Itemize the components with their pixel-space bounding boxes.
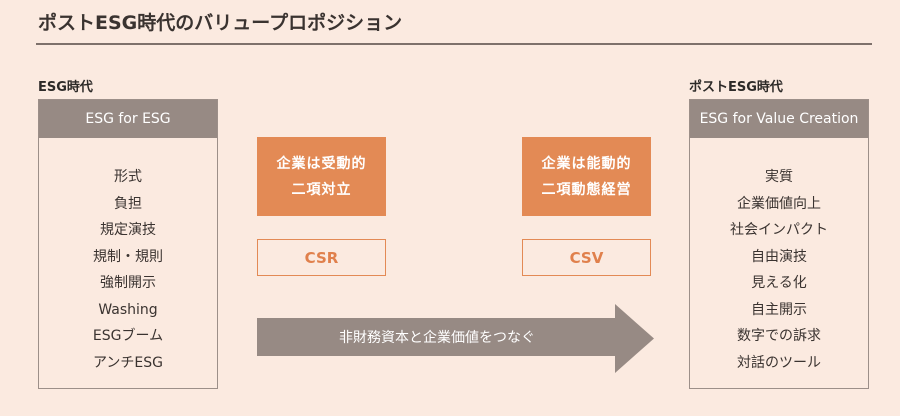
right-era-label: ポストESG時代 bbox=[689, 80, 783, 95]
list-item: Washing bbox=[98, 301, 158, 318]
right-panel: ESG for Value Creation 実質企業価値向上社会インパクト自由… bbox=[689, 99, 869, 389]
box-line: 二項動態経営 bbox=[541, 181, 632, 198]
list-item: 規制・規則 bbox=[93, 248, 163, 265]
passive-company-box: 企業は受動的 二項対立 bbox=[257, 137, 386, 216]
page-title: ポストESG時代のバリュープロポジション bbox=[38, 12, 403, 34]
left-era-label: ESG時代 bbox=[38, 80, 93, 95]
list-item: 負担 bbox=[114, 195, 142, 212]
list-item: ESGブーム bbox=[92, 328, 164, 344]
list-item: 数字での訴求 bbox=[737, 328, 821, 344]
box-line: 二項対立 bbox=[291, 181, 352, 198]
arrow-label: 非財務資本と企業価値をつなぐ bbox=[339, 330, 535, 346]
list-item: 強制開示 bbox=[100, 275, 156, 291]
box-line: 企業は受動的 bbox=[276, 155, 367, 172]
right-arrow-icon bbox=[257, 304, 654, 373]
right-panel-header: ESG for Value Creation bbox=[690, 100, 868, 138]
list-item: 企業価値向上 bbox=[737, 195, 821, 212]
box-line: 企業は能動的 bbox=[541, 155, 632, 172]
list-item: 対話のツール bbox=[737, 354, 821, 371]
list-item: 形式 bbox=[114, 169, 142, 185]
list-item: 実質 bbox=[765, 169, 793, 185]
title-divider bbox=[36, 43, 872, 45]
left-panel-header: ESG for ESG bbox=[39, 100, 217, 138]
list-item: 自主開示 bbox=[751, 301, 807, 318]
list-item: 規定演技 bbox=[100, 222, 156, 238]
csv-tag: CSV bbox=[522, 239, 651, 276]
list-item: アンチESG bbox=[92, 354, 164, 371]
active-company-box: 企業は能動的 二項動態経営 bbox=[522, 137, 651, 216]
list-item: 自由演技 bbox=[751, 248, 807, 265]
right-panel-list: 実質企業価値向上社会インパクト自由演技見える化自主開示数字での訴求対話のツール bbox=[690, 138, 868, 376]
list-item: 社会インパクト bbox=[730, 222, 828, 238]
list-item: 見える化 bbox=[751, 275, 807, 291]
csr-tag: CSR bbox=[257, 239, 386, 276]
